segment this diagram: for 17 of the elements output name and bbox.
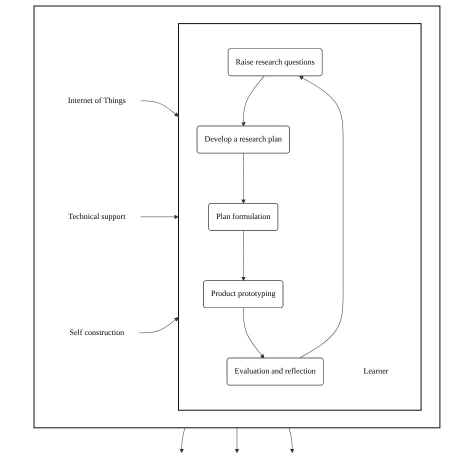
node-text: Learner — [363, 367, 388, 376]
arrow — [140, 214, 179, 220]
arrow — [234, 428, 240, 454]
node-text: Technical support — [68, 212, 126, 221]
arrow — [243, 308, 264, 358]
arrow — [241, 76, 264, 126]
arrow — [299, 76, 344, 358]
arrow — [241, 230, 246, 282]
cluster — [178, 23, 422, 411]
arrow — [139, 317, 179, 334]
arrow — [180, 428, 186, 454]
node-text: Self construction — [70, 328, 124, 337]
node-text: Internet of Things — [68, 96, 126, 105]
arrow — [140, 100, 179, 117]
arrow — [241, 153, 246, 204]
cluster — [34, 6, 440, 428]
arrow — [288, 428, 294, 454]
